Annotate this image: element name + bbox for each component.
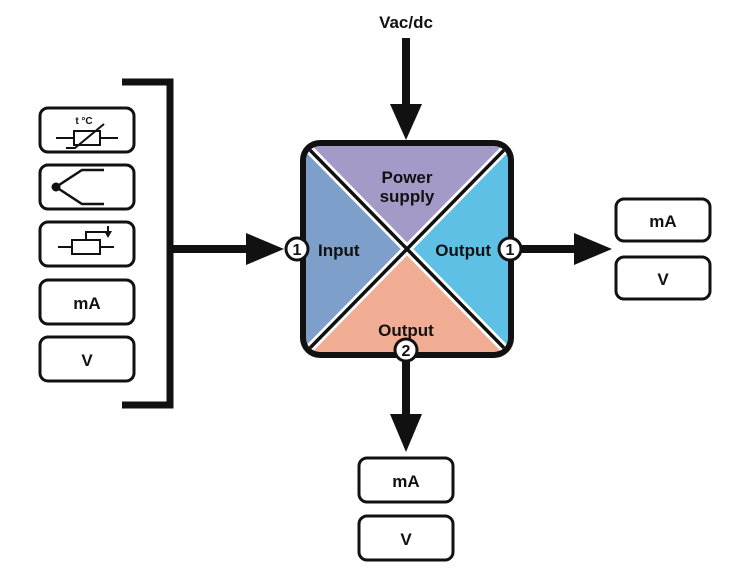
output-1-port-number: 1 — [506, 242, 515, 259]
input-option-v: V — [38, 335, 136, 383]
output-2-option-ma: mA — [357, 456, 455, 504]
output-2-option-v: V — [357, 514, 455, 562]
input-port-number: 1 — [293, 242, 302, 259]
output-1-option-ma: mA — [614, 197, 712, 243]
input-bracket — [122, 78, 174, 409]
quadrant-output-2 — [306, 249, 508, 352]
output-1-option-v: V — [614, 255, 712, 301]
input-option-thermistor: t °C — [38, 106, 136, 154]
input-option-ma-label: mA — [73, 294, 100, 313]
output-2-option-ma-label: mA — [392, 472, 419, 491]
input-option-ma: mA — [38, 278, 136, 326]
power-input-label: Vac/dc — [379, 13, 433, 32]
converter-box: Power supply Input Output Output — [300, 140, 514, 358]
power-supply-label-line1: Power — [381, 168, 432, 187]
output-2-label: Output — [378, 321, 434, 340]
potentiometer-icon — [58, 226, 114, 255]
thermistor-temp-label: t °C — [75, 116, 92, 127]
output-2-option-v-label: V — [400, 530, 412, 549]
power-supply-label-line2: supply — [380, 187, 435, 206]
thermocouple-icon — [51, 168, 104, 206]
output-1-label: Output — [435, 241, 491, 260]
input-option-thermocouple — [38, 163, 136, 211]
quadrant-power-supply — [306, 146, 508, 249]
input-arrow-head — [246, 233, 284, 265]
input-port-circle — [284, 236, 310, 262]
output-2-arrow-head — [390, 414, 422, 452]
input-option-v-label: V — [81, 351, 93, 370]
input-label: Input — [318, 241, 360, 260]
input-option-potentiometer — [38, 220, 136, 268]
output-1-option-v-label: V — [657, 270, 669, 289]
thermistor-icon — [56, 123, 118, 149]
output-2-port-number: 2 — [402, 343, 411, 360]
quadrant-output-1 — [407, 146, 508, 352]
output-1-arrow-head — [574, 233, 612, 265]
output-1-option-ma-label: mA — [649, 212, 676, 231]
power-arrow-head — [390, 104, 422, 140]
quadrant-input — [306, 146, 407, 352]
